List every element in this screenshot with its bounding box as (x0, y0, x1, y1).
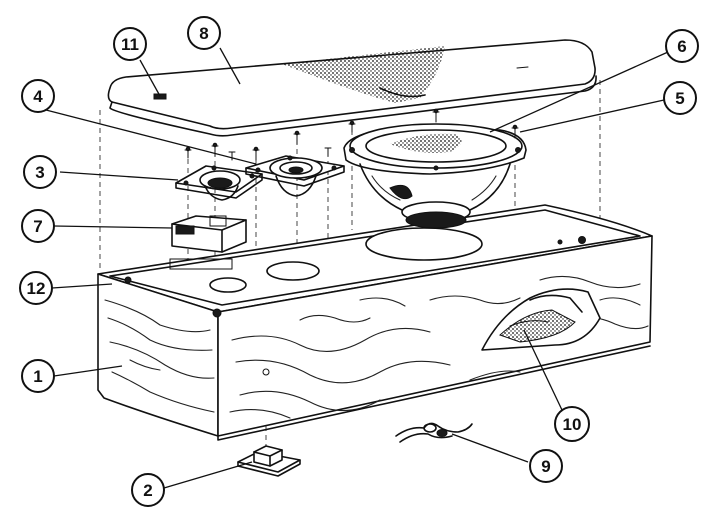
callout-label-2: 2 (143, 481, 152, 500)
tweeter-driver (175, 165, 263, 201)
callout-label-7: 7 (33, 217, 42, 236)
woofer-driver (343, 123, 527, 229)
callout-label-10: 10 (563, 415, 582, 434)
wire-lead (395, 422, 473, 443)
tweeter-cutout (209, 277, 247, 293)
callout-4: 4 (21, 79, 55, 113)
callout-1: 1 (21, 359, 55, 393)
callout-label-11: 11 (121, 35, 139, 54)
callout-9: 9 (529, 449, 563, 483)
mid-cutout (266, 261, 320, 281)
foot-plate (237, 445, 301, 477)
callout-label-4: 4 (33, 87, 43, 106)
crossover-block (171, 215, 247, 253)
callout-8: 8 (187, 16, 221, 50)
callout-5: 5 (663, 81, 697, 115)
callout-label-12: 12 (27, 279, 46, 298)
woofer-cutout (365, 227, 483, 261)
leader-lines (45, 47, 669, 489)
callout-12: 12 (19, 271, 53, 305)
callout-6: 6 (665, 29, 699, 63)
midrange-driver (245, 155, 345, 197)
callout-10: 10 (554, 406, 590, 442)
callout-label-9: 9 (541, 457, 550, 476)
top-cover-panel (107, 39, 597, 137)
callout-label-3: 3 (35, 163, 44, 182)
callout-label-5: 5 (675, 89, 684, 108)
cover-fastener-hole (153, 93, 167, 100)
callout-7: 7 (21, 209, 55, 243)
callout-label-6: 6 (677, 37, 686, 56)
callout-2: 2 (131, 473, 165, 507)
callout-3: 3 (23, 155, 57, 189)
corner-bracket (124, 276, 132, 284)
mounting-screws (184, 108, 519, 161)
cabinet-box (97, 204, 653, 441)
callout-label-1: 1 (33, 367, 42, 386)
callout-11: 11 (113, 27, 147, 61)
callout-label-8: 8 (199, 24, 208, 43)
